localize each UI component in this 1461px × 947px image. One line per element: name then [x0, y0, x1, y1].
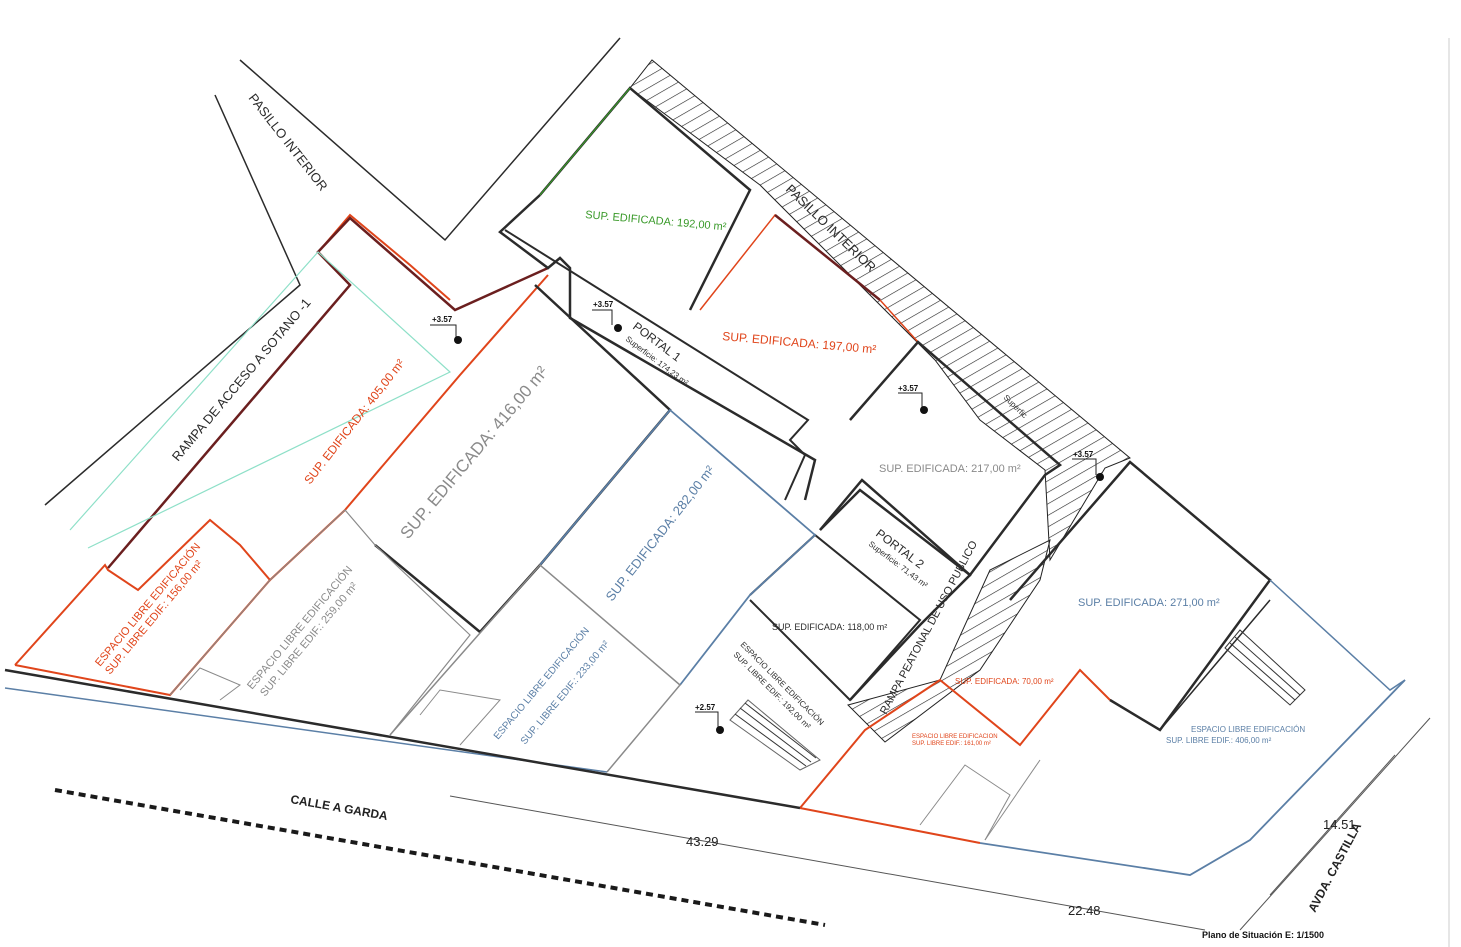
teal-ramp-outline: [69, 251, 452, 549]
level-marker-3: [898, 392, 928, 414]
pasillo-left-outline: [44, 94, 301, 506]
dim-line-14: [1269, 754, 1396, 896]
dim-22-label: 22.48: [1068, 903, 1101, 918]
grey-parking-1: [419, 689, 501, 746]
sup-416-label: SUP. EDIFICADA: 416,00 m²: [397, 362, 552, 542]
stairs-right: [1224, 629, 1306, 706]
esp-161-line2: SUP. LIBRE EDIF.: 161,00 m²: [912, 741, 991, 747]
level-2-label: +3.57: [593, 300, 614, 309]
esp-192-line1: ESPACIO LIBRE EDIFICACIÓN: [739, 640, 826, 727]
esp-406-line1: ESPACIO LIBRE EDIFICACIÓN: [1191, 725, 1305, 734]
sup-217-label: SUP. EDIFICADA: 217,00 m²: [879, 463, 1021, 475]
level-5-label: +2.57: [695, 703, 716, 712]
sup-271-label: SUP. EDIFICADA: 271,00 m²: [1078, 597, 1220, 609]
grey-street-inner: [4, 668, 801, 810]
pasillo-left-outline-2: [239, 37, 621, 242]
dim-14-label: 14.51: [1323, 817, 1356, 832]
level-3-label: +3.57: [898, 384, 919, 393]
sup-405-label: SUP. EDIFICADA: 405,00 m²: [301, 356, 407, 486]
blue-282: [539, 408, 817, 686]
red-197: [699, 213, 920, 421]
red-street-edge: [799, 807, 981, 844]
blue-233: [389, 563, 682, 773]
maroon-197-block: [774, 214, 881, 301]
green-edge: [539, 87, 631, 196]
dim-line-22: [1239, 717, 1431, 931]
grey-parking-3: [919, 764, 1011, 841]
stairs-left: [729, 699, 821, 771]
level-4-label: +3.57: [1073, 450, 1094, 459]
level-marker-1: [430, 324, 462, 344]
esp-161-line1: ESPACIO LIBRE EDIFICACION: [912, 734, 998, 740]
grey-parking-4: [984, 759, 1041, 841]
calle-label: CALLE A GARDA: [289, 792, 389, 823]
sup-197-label: SUP. EDIFICADA: 197,00 m²: [722, 329, 877, 356]
red-bottom-right: [799, 668, 1111, 809]
portal1-inner: [504, 229, 810, 501]
sup-118-label: SUP. EDIFICADA: 118,00 m²: [772, 622, 887, 632]
sup-70-label: SUP. EDIFICADA: 70,00 m²: [955, 677, 1054, 686]
portal1-outline: [498, 194, 817, 501]
esp-259-line1: ESPACIO LIBRE EDIFICACIÓN: [244, 563, 355, 692]
sup-282-label: SUP. EDIFICADA: 282,00 m²: [603, 462, 718, 604]
blue-right-area: [1269, 579, 1406, 691]
block-217: [819, 340, 1063, 577]
dim-line-43: [449, 795, 1206, 931]
esp-192-line2: SUP. LIBRE EDIF.: 192,00 m²: [732, 650, 813, 731]
level-marker-5: [695, 711, 724, 734]
sup-192-label: SUP. EDIFICADA: 192,00 m²: [585, 209, 727, 233]
portal2-outline: [819, 478, 972, 701]
esp-156-line1: ESPACIO LIBRE EDIFICACIÓN: [92, 540, 203, 669]
level-marker-4: [1072, 458, 1104, 481]
plano-title: Plano de Situación E: 1/1500: [1202, 930, 1324, 940]
pasillo-interior-left-label: PASILLO INTERIOR: [246, 91, 331, 194]
grey-right-line: [1109, 599, 1271, 731]
dim-43-label: 43.29: [686, 834, 719, 849]
grey-259: [169, 509, 471, 736]
esp-259-line2: SUP. LIBRE EDIF.: 259,00 m²: [258, 580, 360, 699]
calle-dashed-line: [54, 788, 826, 927]
maroon-ramp-block: [107, 216, 549, 569]
level-1-label: +3.57: [432, 315, 453, 324]
avda-label: AVDA. CASTILLA: [1305, 820, 1364, 914]
level-marker-2: [592, 309, 622, 332]
grey-parking-2: [179, 667, 241, 701]
red-block-left: [14, 274, 549, 666]
blue-curb: [979, 679, 1406, 876]
esp-406-line2: SUP. LIBRE EDIF.: 406,00 m²: [1166, 736, 1272, 745]
